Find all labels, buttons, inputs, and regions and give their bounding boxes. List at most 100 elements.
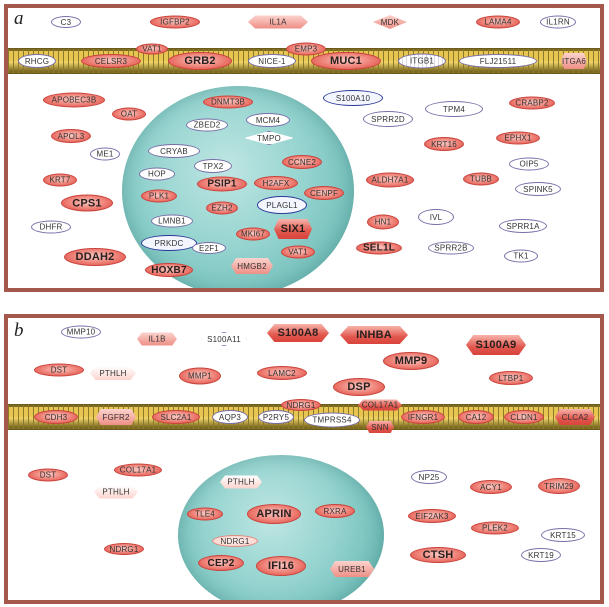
- gene-node-il1b: IL1B: [137, 332, 177, 346]
- gene-label: SPRR1A: [506, 221, 540, 231]
- gene-label: ALDH7A1: [371, 175, 409, 185]
- gene-label: CRYAB: [160, 146, 188, 156]
- gene-node-tmpo: TMPO: [244, 131, 294, 145]
- gene-node-sprr2b: SPRR2B: [428, 241, 474, 255]
- gene-label: ZBED2: [193, 120, 221, 130]
- gene-label: LTBP1: [498, 373, 524, 383]
- gene-node-dst: DST: [28, 468, 68, 482]
- gene-node-s100a8: S100A8: [267, 324, 329, 342]
- gene-node-pthlh: PTHLH: [90, 366, 136, 380]
- gene-node-ndrg1: NDRG1: [212, 535, 258, 547]
- gene-node-spink5: SPINK5: [515, 182, 561, 196]
- gene-node-aldh7a1: ALDH7A1: [366, 172, 414, 188]
- gene-label: EZH2: [211, 203, 233, 213]
- gene-label: LAMC2: [268, 368, 296, 378]
- gene-node-ccne2: CCNE2: [282, 155, 322, 169]
- gene-node-hn1: HN1: [367, 214, 399, 230]
- gene-label: MDK: [380, 17, 400, 27]
- gene-node-itgb1: ITGB1: [398, 53, 446, 69]
- gene-label: SNN: [371, 422, 389, 432]
- gene-node-six1: SIX1: [274, 219, 312, 239]
- gene-node-nice-1: NICE-1: [248, 54, 296, 68]
- gene-label: CEP2: [207, 557, 235, 569]
- gene-label: OIP5: [519, 159, 539, 169]
- gene-label: EMP3: [294, 44, 318, 54]
- gene-label: DDAH2: [75, 251, 115, 263]
- gene-node-ddah2: DDAH2: [64, 248, 126, 266]
- gene-label: PRKDC: [154, 238, 184, 248]
- gene-label: IVL: [429, 212, 443, 222]
- gene-label: ACY1: [480, 482, 502, 492]
- gene-label: IL1RN: [546, 17, 570, 27]
- gene-node-crabp2: CRABP2: [509, 96, 555, 110]
- gene-node-pthlh: PTHLH: [220, 475, 262, 489]
- gene-label: SIX1: [280, 223, 306, 235]
- gene-label: SPINK5: [523, 184, 553, 194]
- gene-node-pthlh: PTHLH: [94, 485, 138, 499]
- gene-label: PTHLH: [102, 487, 130, 497]
- gene-node-cryab: CRYAB: [148, 144, 200, 158]
- gene-label: MMP10: [66, 327, 96, 337]
- gene-label: RHCG: [24, 56, 50, 66]
- gene-label: ME1: [96, 149, 114, 159]
- gene-label: MMP9: [394, 355, 428, 367]
- gene-label: TRIM29: [544, 481, 574, 491]
- gene-node-celsr3: CELSR3: [81, 54, 141, 68]
- gene-node-vat1: VAT1: [136, 43, 168, 55]
- gene-node-itga6: ITGA6: [561, 53, 587, 69]
- gene-node-grb2: GRB2: [168, 52, 232, 70]
- gene-node-krt16: KRT16: [424, 137, 464, 151]
- gene-node-ndrg1: NDRG1: [281, 399, 321, 411]
- gene-label: NDRG1: [286, 400, 316, 410]
- gene-label: TK1: [513, 251, 529, 261]
- gene-node-cps1: CPS1: [61, 194, 113, 212]
- gene-node-mmp9: MMP9: [383, 352, 439, 370]
- gene-node-ltbp1: LTBP1: [489, 371, 533, 385]
- gene-label: DST: [39, 470, 57, 480]
- gene-node-plk1: PLK1: [141, 189, 177, 203]
- gene-node-sprr1a: SPRR1A: [499, 219, 547, 233]
- gene-label: CRABP2: [515, 98, 549, 108]
- gene-node-cdh3: CDH3: [34, 410, 78, 424]
- gene-node-tubb: TUBB: [463, 172, 499, 186]
- gene-label: ITGB1: [409, 56, 435, 66]
- gene-label: APOBEC3B: [51, 95, 97, 105]
- gene-node-sel1l: SEL1L: [356, 241, 402, 255]
- gene-node-ivl: IVL: [418, 209, 454, 225]
- gene-label: APOL3: [57, 131, 85, 141]
- gene-label: HN1: [374, 217, 392, 227]
- gene-node-lamc2: LAMC2: [257, 366, 307, 380]
- gene-node-cldn1: CLDN1: [504, 410, 544, 424]
- gene-node-cep2: CEP2: [198, 555, 244, 571]
- gene-label: DHFR: [39, 222, 63, 232]
- gene-node-lmnb1: LMNB1: [151, 214, 193, 228]
- gene-node-rxra: RXRA: [315, 504, 355, 518]
- gene-label: DNMT3B: [210, 97, 246, 107]
- gene-label: CLCA2: [561, 412, 589, 422]
- gene-label: LMNB1: [158, 216, 186, 226]
- gene-node-plek2: PLEK2: [471, 521, 519, 535]
- gene-node-ezh2: EZH2: [206, 201, 238, 215]
- gene-node-krt19: KRT19: [521, 548, 561, 562]
- gene-node-ndrg1: NDRG1: [104, 543, 144, 555]
- gene-node-il1rn: IL1RN: [540, 15, 576, 29]
- gene-node-s100a10: S100A10: [323, 90, 383, 106]
- gene-label: TPM4: [442, 104, 466, 114]
- gene-node-ifngr1: IFNGR1: [401, 410, 445, 424]
- gene-node-oat: OAT: [112, 107, 146, 121]
- gene-node-ifi16: IFI16: [256, 556, 306, 576]
- gene-label: S100A8: [277, 327, 319, 339]
- gene-label: CELSR3: [94, 56, 128, 66]
- gene-node-dhfr: DHFR: [31, 220, 71, 234]
- gene-label: MUC1: [330, 55, 362, 67]
- gene-node-ureb1: UREB1: [330, 561, 374, 577]
- gene-label: IGFBP2: [160, 17, 190, 27]
- gene-node-mmp10: MMP10: [61, 325, 101, 339]
- gene-label: S100A11: [207, 334, 241, 344]
- gene-label: TPX2: [202, 161, 224, 171]
- gene-node-mmp1: MMP1: [179, 367, 221, 385]
- gene-label: DSP: [347, 381, 371, 393]
- gene-label: PLEK2: [482, 523, 508, 533]
- gene-node-trim29: TRIM29: [538, 478, 580, 494]
